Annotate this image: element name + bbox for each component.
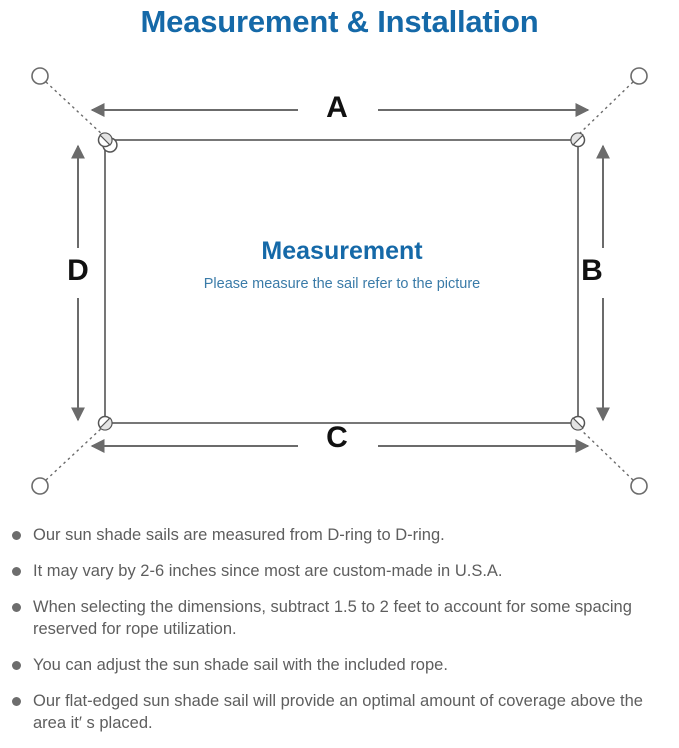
bullet-icon [12, 661, 21, 670]
shade-sail-measurement-diagram: A B C D Measurement Please measure the s… [0, 48, 679, 518]
diagram-center-subtext: Please measure the sail refer to the pic… [203, 276, 481, 292]
list-item: You can adjust the sun shade sail with t… [0, 654, 679, 676]
notes-list: Our sun shade sails are measured from D-… [0, 524, 679, 748]
list-item: Our sun shade sails are measured from D-… [0, 524, 679, 546]
d-ring-top-left [97, 132, 118, 153]
rope-line-top-right [576, 81, 634, 137]
list-item-text: When selecting the dimensions, subtract … [33, 598, 632, 638]
bullet-icon [12, 531, 21, 540]
d-ring-top-right [570, 132, 586, 148]
list-item: Our flat-edged sun shade sail will provi… [0, 690, 679, 734]
bullet-icon [12, 697, 21, 706]
list-item-text: Our flat-edged sun shade sail will provi… [33, 692, 643, 732]
sail-rectangle [104, 139, 579, 424]
list-item: When selecting the dimensions, subtract … [0, 596, 679, 640]
diagram-svg [31, 67, 648, 495]
anchor-top-left-icon [31, 67, 49, 85]
rope-line-bottom-left [45, 425, 105, 481]
d-ring-bottom-left [97, 415, 113, 431]
rope-line-top-left [45, 81, 105, 137]
d-ring-bottom-right [570, 415, 586, 431]
bullet-icon [12, 603, 21, 612]
list-item-text: It may vary by 2-6 inches since most are… [33, 562, 503, 580]
list-item-text: Our sun shade sails are measured from D-… [33, 526, 445, 544]
diagram-center-heading: Measurement [261, 237, 423, 265]
dimension-label-c: C [326, 421, 348, 454]
anchor-bottom-left-icon [31, 477, 49, 495]
dimension-label-a: A [326, 91, 348, 124]
list-item: It may vary by 2-6 inches since most are… [0, 560, 679, 582]
page-title: Measurement & Installation [140, 4, 539, 39]
dimension-label-b: B [581, 254, 603, 287]
dimension-label-d: D [67, 254, 89, 287]
anchor-bottom-right-icon [630, 477, 648, 495]
bullet-icon [12, 567, 21, 576]
rope-line-bottom-right [576, 425, 634, 481]
anchor-top-right-icon [630, 67, 648, 85]
list-item-text: You can adjust the sun shade sail with t… [33, 656, 448, 674]
